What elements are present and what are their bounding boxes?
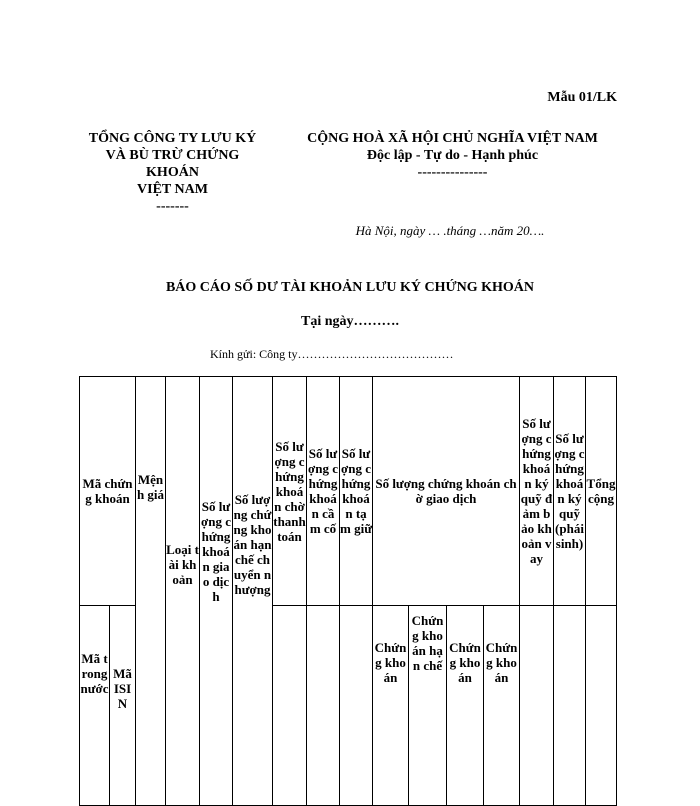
header-sl-cho-giao-dich: Số lượng chứng khoán chờ giao dịch (372, 376, 520, 606)
recipient-line: Kính gửi: Công ty………………………………… (210, 347, 454, 361)
organization-line: VÀ BÙ TRỪ CHỨNG (105, 148, 240, 163)
organization-line: KHOÁN (146, 165, 199, 180)
balance-report-table: Mã chứng khoán Mệnh giá Loại tài khoản S… (79, 376, 617, 806)
empty-cell (306, 605, 340, 806)
national-motto: CỘNG HOÀ XÃ HỘI CHỦ NGHĨA VIỆT NAM (307, 131, 598, 146)
header-tong-cong: Tổng cộng (585, 376, 617, 606)
subheader-ma-trong-nuoc: Mã trong nước (79, 605, 110, 806)
empty-cell (585, 605, 617, 806)
national-header: CỘNG HOÀ XÃ HỘI CHỦ NGHĨA VIỆT NAM Độc l… (290, 130, 615, 181)
empty-cell (272, 605, 307, 806)
header-ma-chung-khoan: Mã chứng khoán (79, 376, 136, 606)
header-sl-tam-giu: Số lượng chứng khoán tạm giữ (339, 376, 373, 606)
header-sl-cho-thanh-toan: Số lượng chứng khoán chờ thanh toán (272, 376, 307, 606)
subheader-cho-gd-2: Chứng khoán hạn chế (408, 605, 447, 806)
organization-divider: ------- (156, 199, 189, 214)
subheader-cho-gd-4: Chứng khoán (483, 605, 520, 806)
subheader-cho-gd-1: Chứng khoán (372, 605, 409, 806)
form-code: Mẫu 01/LK (547, 90, 617, 105)
national-slogan: Độc lập - Tự do - Hạnh phúc (366, 148, 539, 163)
date-line: Hà Nội, ngày … .tháng …năm 20…. (355, 223, 545, 238)
organization-line: VIỆT NAM (137, 182, 208, 197)
national-divider: --------------- (417, 165, 488, 180)
header-sl-han-che: Số lượng chứng khoán hạn chế chuyển nhượ… (232, 376, 273, 806)
report-date: Tại ngày………. (300, 314, 399, 329)
report-title: BÁO CÁO SỐ DƯ TÀI KHOẢN LƯU KÝ CHỨNG KHO… (165, 280, 535, 295)
empty-cell (519, 605, 554, 806)
subheader-ma-isin: Mã ISIN (109, 605, 136, 806)
header-sl-cam-co: Số lượng chứng khoán cầm cố (306, 376, 340, 606)
subheader-cho-gd-3: Chứng khoán (446, 605, 484, 806)
empty-cell (553, 605, 586, 806)
header-loai-tai-khoan: Loại tài khoản (165, 376, 200, 806)
organization-line: TỔNG CÔNG TY LƯU KÝ (88, 131, 257, 146)
header-sl-ky-quy-vay: Số lượng chứng khoán ký quỹ đảm bảo khoả… (519, 376, 554, 606)
header-sl-ky-quy-phai-sinh: Số lượng chứng khoán ký quỹ (phái sinh) (553, 376, 586, 606)
header-menh-gia: Mệnh giá (135, 376, 166, 806)
empty-cell (339, 605, 373, 806)
header-sl-giao-dich: Số lượng chứng khoán giao dịch (199, 376, 233, 806)
organization-header: TỔNG CÔNG TY LƯU KÝ VÀ BÙ TRỪ CHỨNG KHOÁ… (80, 130, 265, 215)
